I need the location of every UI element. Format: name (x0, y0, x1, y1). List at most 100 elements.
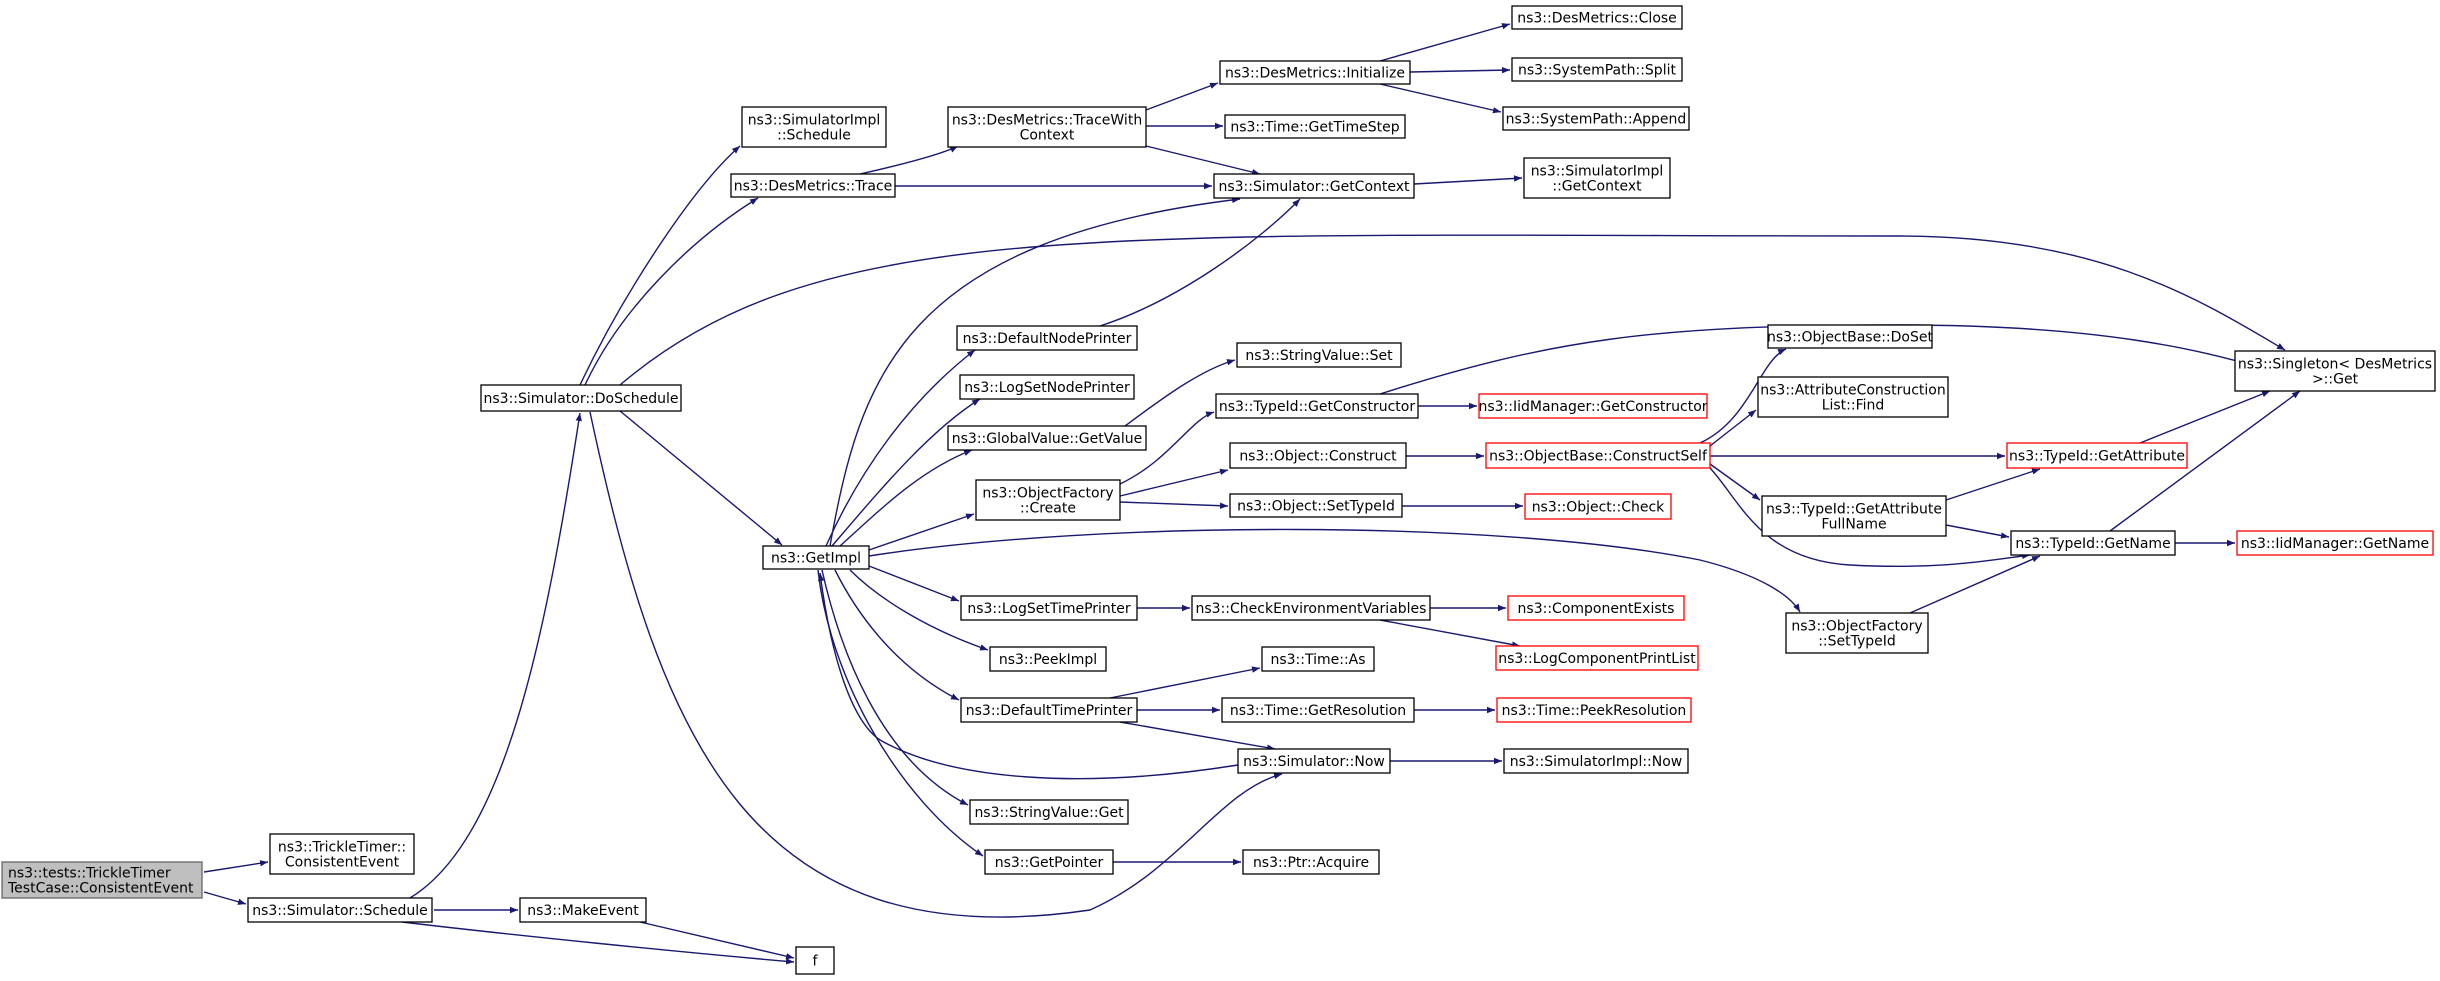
node-label-line: ns3::ObjectFactory (982, 486, 1113, 502)
node-label-line: ::SetTypeId (1818, 634, 1896, 650)
node-label-line: ::GetContext (1552, 179, 1642, 195)
node-typeid-getname[interactable]: ns3::TypeId::GetName (2010, 530, 2176, 556)
node-sim-schedule[interactable]: ns3::Simulator::Schedule (247, 897, 433, 923)
node-box (1767, 324, 1933, 349)
node-label-line: ns3::Time::As (1270, 652, 1365, 668)
node-log-set-node-printer[interactable]: ns3::LogSetNodePrinter (959, 374, 1135, 400)
node-time-as[interactable]: ns3::Time::As (1261, 646, 1375, 672)
node-des-close[interactable]: ns3::DesMetrics::Close (1511, 5, 1683, 30)
node-label-line: f (813, 954, 819, 970)
node-box (1511, 5, 1683, 30)
node-default-time-printer[interactable]: ns3::DefaultTimePrinter (960, 697, 1138, 723)
node-do-schedule[interactable]: ns3::Simulator::DoSchedule (480, 384, 682, 412)
edge-default-time-printer-to-simulator-now (1119, 721, 1276, 751)
node-box (1757, 376, 1949, 418)
node-object-factory-create[interactable]: ns3::ObjectFactory::Create (975, 479, 1121, 521)
node-get-pointer[interactable]: ns3::GetPointer (984, 849, 1114, 875)
node-simimpl-schedule[interactable]: ns3::SimulatorImpl::Schedule (741, 106, 887, 148)
node-box (1261, 646, 1375, 672)
node-label-line: Context (1020, 128, 1075, 144)
node-log-set-time-printer[interactable]: ns3::LogSetTimePrinter (960, 595, 1138, 621)
edge-objectfactory-settypeid-to-typeid-getname (1909, 555, 2041, 614)
node-make-event[interactable]: ns3::MakeEvent (519, 897, 647, 923)
node-f[interactable]: f (795, 946, 835, 975)
node-peek-impl[interactable]: ns3::PeekImpl (989, 646, 1107, 672)
node-box (1215, 393, 1419, 419)
node-box (1237, 748, 1391, 774)
node-get-impl[interactable]: ns3::GetImpl (762, 545, 870, 570)
node-label-line: ns3::Object::Check (1532, 500, 1665, 516)
edge-do-schedule-to-get-impl (619, 410, 783, 546)
node-time-getresolution[interactable]: ns3::Time::GetResolution (1221, 697, 1415, 723)
edge-objectbase-constructself-to-attr-construction-find (1709, 409, 1757, 447)
node-label-line: ns3::DesMetrics::TraceWith (952, 113, 1142, 129)
node-label-line: ns3::LogSetNodePrinter (964, 380, 1130, 396)
node-syspath-append[interactable]: ns3::SystemPath::Append (1502, 106, 1690, 131)
node-box (1507, 595, 1685, 621)
node-label-line: ns3::Simulator::GetContext (1218, 179, 1410, 195)
node-syspath-split[interactable]: ns3::SystemPath::Split (1511, 57, 1683, 82)
node-des-trace[interactable]: ns3::DesMetrics::Trace (730, 173, 896, 198)
node-stringvalue-set[interactable]: ns3::StringValue::Set (1236, 342, 1402, 368)
node-global-value-getvalue[interactable]: ns3::GlobalValue::GetValue (947, 425, 1147, 451)
node-label-line: ns3::DefaultNodePrinter (963, 331, 1132, 347)
node-object-construct[interactable]: ns3::Object::Construct (1229, 442, 1407, 469)
node-simimpl-now[interactable]: ns3::SimulatorImpl::Now (1503, 748, 1689, 774)
edge-do-schedule-to-des-trace (584, 197, 759, 386)
node-label-line: ns3::ObjectBase::DoSet (1767, 330, 1933, 346)
node-label-line: ns3::Object::Construct (1239, 449, 1397, 465)
node-check-env-vars[interactable]: ns3::CheckEnvironmentVariables (1191, 595, 1431, 621)
node-box (795, 946, 835, 975)
node-simulator-now[interactable]: ns3::Simulator::Now (1237, 748, 1391, 774)
edge-des-tracewith-to-sim-getcontext (1145, 145, 1261, 176)
node-label-line: ns3::TypeId::GetConstructor (1219, 399, 1415, 415)
node-iidmanager-getconstructor[interactable]: ns3::IidManager::GetConstructor (1478, 393, 1708, 419)
node-time-gettimestep[interactable]: ns3::Time::GetTimeStep (1224, 114, 1406, 139)
node-label-line: ::Create (1020, 501, 1076, 517)
node-label-line: ns3::AttributeConstruction (1760, 383, 1945, 399)
node-singleton-get[interactable]: ns3::Singleton< DesMetrics >::Get (2234, 350, 2436, 392)
node-trickle-consistent[interactable]: ns3::TrickleTimer::ConsistentEvent (269, 833, 415, 875)
node-time-peekresolution[interactable]: ns3::Time::PeekResolution (1496, 697, 1692, 723)
node-object-check[interactable]: ns3::Object::Check (1524, 493, 1672, 520)
node-label-line: ns3::StringValue::Get (974, 805, 1124, 821)
node-box (1502, 106, 1690, 131)
node-stringvalue-get[interactable]: ns3::StringValue::Get (969, 799, 1129, 825)
node-objectfactory-settypeid[interactable]: ns3::ObjectFactory::SetTypeId (1785, 612, 1929, 654)
node-iidmanager-getname[interactable]: ns3::IidManager::GetName (2236, 530, 2434, 556)
edge-sim-getcontext-to-simimpl-getcontext (1413, 175, 1523, 185)
node-simimpl-getcontext[interactable]: ns3::SimulatorImpl::GetContext (1523, 157, 1671, 199)
edge-get-impl-to-objectfactory-settypeid (868, 528, 1801, 613)
node-default-node-printer[interactable]: ns3::DefaultNodePrinter (956, 325, 1138, 351)
node-objectbase-doset[interactable]: ns3::ObjectBase::DoSet (1767, 324, 1933, 349)
node-typeid-getattribute[interactable]: ns3::TypeId::GetAttribute (2006, 442, 2188, 469)
edge-des-init-to-syspath-append (1379, 83, 1502, 114)
node-label-line: ns3::Singleton< DesMetrics (2238, 357, 2432, 373)
edge-typeid-getattributefullname-to-typeid-getname (1945, 524, 2010, 539)
node-typeid-getconstructor[interactable]: ns3::TypeId::GetConstructor (1215, 393, 1419, 419)
node-des-init[interactable]: ns3::DesMetrics::Initialize (1219, 60, 1411, 85)
node-label-line: ns3::LogComponentPrintList (1498, 651, 1696, 667)
node-label-line: ns3::CheckEnvironmentVariables (1196, 601, 1427, 617)
node-objectbase-constructself[interactable]: ns3::ObjectBase::ConstructSelf (1485, 442, 1711, 469)
node-box (956, 325, 1138, 351)
edge-get-impl-to-object-factory-create (868, 513, 975, 551)
node-component-exists[interactable]: ns3::ComponentExists (1507, 595, 1685, 621)
edge-global-value-getvalue-to-stringvalue-set (1124, 359, 1236, 427)
node-box (1236, 342, 1402, 368)
node-object-settypeid[interactable]: ns3::Object::SetTypeId (1229, 493, 1403, 518)
node-box (762, 545, 870, 570)
node-label-line: ns3::ObjectFactory (1791, 619, 1922, 635)
node-ptr-acquire[interactable]: ns3::Ptr::Acquire (1242, 849, 1380, 875)
edge-get-impl-to-log-set-time-printer (868, 565, 960, 602)
edge-object-factory-create-to-object-construct (1119, 468, 1229, 497)
node-log-component-print-list[interactable]: ns3::LogComponentPrintList (1495, 645, 1699, 671)
node-box (975, 479, 1121, 521)
edge-typeid-getname-to-singleton-get (2109, 390, 2301, 532)
node-sim-getcontext[interactable]: ns3::Simulator::GetContext (1213, 173, 1415, 199)
node-label-line: ns3::SimulatorImpl::Now (1510, 754, 1683, 770)
